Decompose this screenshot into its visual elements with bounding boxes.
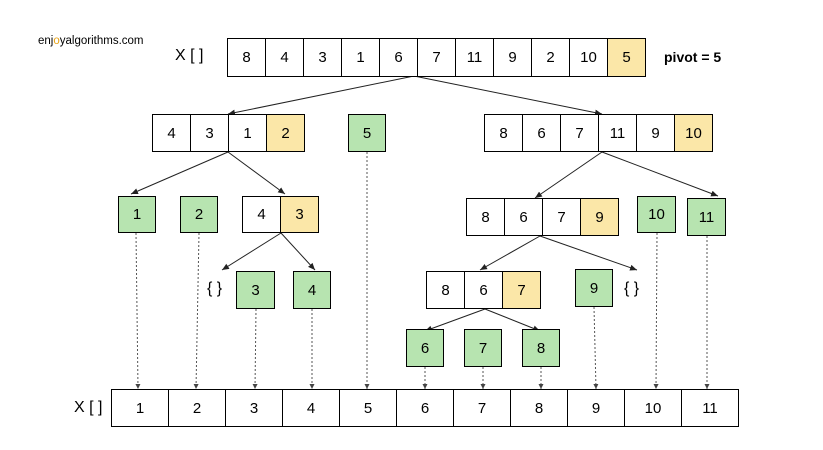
array-cell: 6 (464, 271, 503, 309)
sorted-cell-10: 10 (637, 196, 676, 233)
sorted-cell-4: 4 (293, 271, 331, 309)
pivot-cell: 2 (266, 114, 305, 152)
array-cell: 3 (190, 114, 229, 152)
array-cell: 11 (455, 38, 494, 77)
array-cell: 9 (493, 38, 532, 77)
pivot-cell: 9 (580, 198, 619, 236)
array-cell: 9 (567, 389, 625, 427)
array-cell: 10 (624, 389, 682, 427)
array-cell: 8 (466, 198, 505, 236)
sorted-cell-6: 6 (406, 329, 444, 367)
array-cell: 7 (453, 389, 511, 427)
left-partition: 4 3 1 2 (152, 114, 305, 152)
empty-set-left: { } (207, 280, 223, 297)
sorted-cell-2: 2 (180, 196, 218, 233)
array-cell: 8 (426, 271, 465, 309)
array-cell: 1 (111, 389, 169, 427)
sorted-cell-7: 7 (464, 329, 502, 367)
sorted-cell-8: 8 (522, 329, 560, 367)
sorted-cell-11: 11 (687, 198, 726, 236)
array-cell: 1 (341, 38, 380, 77)
array-cell: 8 (510, 389, 568, 427)
subarray-8-6-7: 8 6 7 (426, 271, 541, 309)
array-cell: 4 (265, 38, 304, 77)
array-cell: 6 (504, 198, 543, 236)
sorted-cell-9: 9 (575, 269, 613, 307)
array-cell: 11 (598, 114, 637, 152)
array-cell: 8 (484, 114, 523, 152)
array-cell: 4 (152, 114, 191, 152)
array-cell: 10 (569, 38, 608, 77)
array-cell: 11 (681, 389, 739, 427)
output-array-label: X [ ] (74, 399, 103, 416)
input-array: 8 4 3 1 6 7 11 9 2 10 5 (227, 38, 646, 77)
pivot-label: pivot = 5 (664, 49, 722, 65)
sorted-pivot-5: 5 (348, 114, 386, 152)
pivot-cell: 3 (280, 196, 319, 233)
pivot-cell: 5 (607, 38, 646, 77)
right-partition: 8 6 7 11 9 10 (484, 114, 713, 152)
array-cell: 1 (228, 114, 267, 152)
subarray-4-3: 4 3 (242, 196, 319, 233)
array-cell: 2 (531, 38, 570, 77)
pivot-cell: 10 (674, 114, 713, 152)
empty-set-right: { } (624, 280, 640, 297)
array-cell: 7 (560, 114, 599, 152)
array-cell: 6 (396, 389, 454, 427)
pivot-cell: 7 (502, 271, 541, 309)
array-cell: 3 (303, 38, 342, 77)
output-array: 1 2 3 4 5 6 7 8 9 10 11 (111, 389, 739, 427)
array-cell: 8 (227, 38, 266, 77)
array-cell: 6 (379, 38, 418, 77)
array-cell: 4 (282, 389, 340, 427)
brand-logo: enjoyalgorithms.com (38, 35, 144, 47)
input-array-label: X [ ] (175, 47, 204, 64)
array-cell: 7 (542, 198, 581, 236)
sorted-cell-1: 1 (118, 196, 156, 233)
array-cell: 2 (168, 389, 226, 427)
array-cell: 4 (242, 196, 281, 233)
subarray-8-6-7-9: 8 6 7 9 (466, 198, 619, 236)
array-cell: 9 (636, 114, 675, 152)
sorted-cell-3: 3 (236, 271, 275, 309)
array-cell: 7 (417, 38, 456, 77)
array-cell: 3 (225, 389, 283, 427)
array-cell: 5 (339, 389, 397, 427)
array-cell: 6 (522, 114, 561, 152)
